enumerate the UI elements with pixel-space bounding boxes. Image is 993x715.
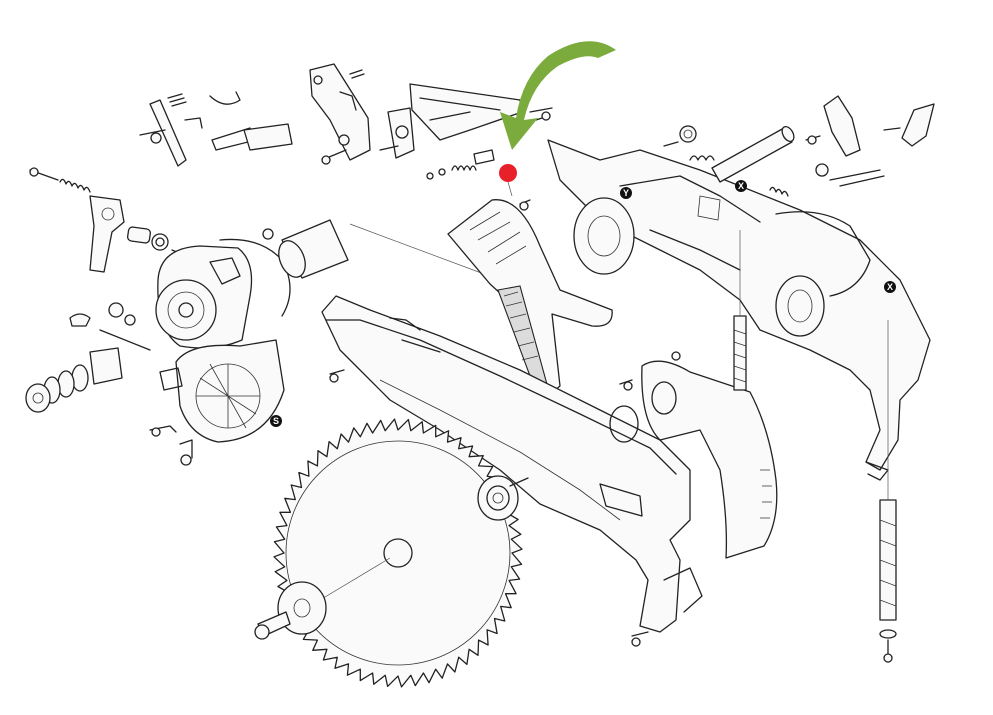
lever-assembly-part bbox=[139, 91, 293, 167]
flange-bolt-part bbox=[254, 581, 327, 640]
handle-spring-part bbox=[29, 167, 187, 273]
bracket-plate-part bbox=[309, 63, 371, 165]
green-curved-arrow-icon bbox=[500, 41, 616, 150]
marker-x-2: X bbox=[884, 281, 896, 293]
main-arm-casting-part bbox=[321, 295, 703, 647]
saw-blade-part bbox=[273, 418, 523, 688]
red-dot-leader bbox=[507, 181, 513, 197]
vertical-spring-part bbox=[733, 230, 897, 663]
svg-text:X: X bbox=[738, 181, 744, 191]
upper-housing-part bbox=[547, 139, 931, 481]
cylinder-sleeve-part bbox=[262, 219, 501, 281]
trigger-handle-part bbox=[447, 199, 613, 397]
marker-y: Y bbox=[620, 187, 632, 199]
motor-housing-part bbox=[155, 238, 291, 443]
blade-guard-part bbox=[609, 351, 778, 559]
svg-text:X: X bbox=[887, 282, 893, 292]
svg-text:Y: Y bbox=[623, 188, 629, 198]
bearing-stack-part bbox=[25, 302, 193, 466]
flange-washer-part bbox=[477, 475, 529, 521]
svg-text:S: S bbox=[273, 416, 279, 426]
shaft-spring-part bbox=[663, 95, 935, 197]
marker-x-1: X bbox=[735, 180, 747, 192]
linkage-frame-part bbox=[379, 83, 553, 180]
red-dot-icon bbox=[499, 164, 517, 182]
marker-s: S bbox=[270, 415, 282, 427]
